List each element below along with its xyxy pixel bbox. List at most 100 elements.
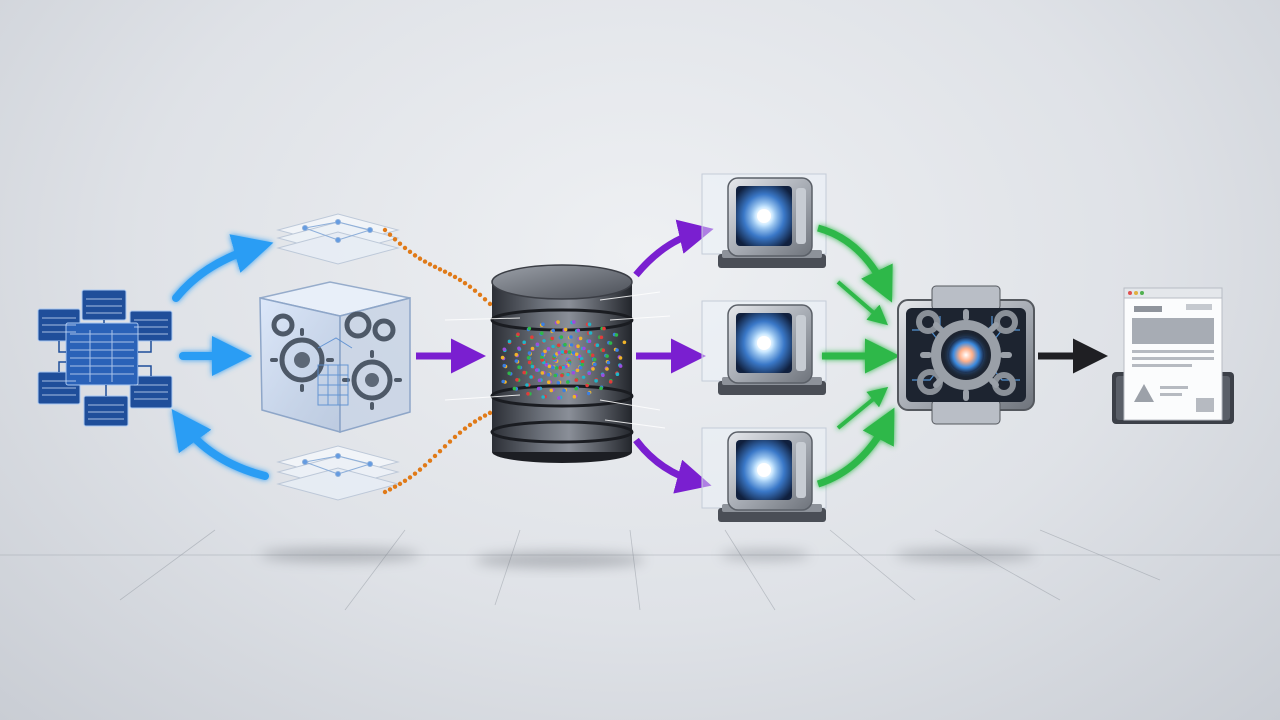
swirl-dot [507, 339, 512, 344]
swirl-dot [572, 320, 576, 324]
swirl-dot [549, 388, 554, 393]
swirl-dot [560, 373, 564, 378]
swirl-dot [517, 346, 521, 351]
swirl-dot [569, 343, 574, 347]
swirl-dot [580, 359, 585, 364]
swirl-dot [525, 383, 529, 387]
orange-particle-streams [382, 227, 493, 495]
swirl-dot [587, 371, 591, 376]
particle [417, 256, 423, 261]
particle [447, 272, 453, 277]
particle [412, 253, 418, 258]
swirl-dot [502, 363, 507, 368]
swirl-dot [587, 349, 591, 354]
swirl-dot [575, 368, 580, 373]
swirl-dot [566, 372, 570, 377]
particle [397, 481, 403, 487]
worker-arrow-top [817, 224, 893, 303]
swirl-dot [566, 380, 570, 384]
swirl-dot [544, 362, 549, 367]
swirl-dot [500, 355, 505, 360]
swirl-dot [571, 370, 576, 375]
swirl-dot [557, 396, 561, 400]
swirl-dot [556, 343, 561, 348]
swirl-dot [535, 342, 540, 347]
swirl-dot [614, 333, 619, 337]
swirl-dot [580, 362, 584, 367]
swirl-dot [577, 354, 582, 359]
swirl-dot [541, 322, 545, 327]
particle [447, 439, 453, 444]
ray [609, 315, 671, 321]
particle [387, 232, 393, 237]
swirl-dot [594, 379, 598, 383]
document-printer-icon [1112, 287, 1234, 424]
swirl-dot [558, 366, 562, 370]
swirl-dot [546, 372, 551, 377]
swirl-dot [515, 378, 519, 382]
swirl-dot [512, 386, 517, 391]
swirl-dot [551, 328, 555, 333]
swirl-dot [563, 327, 568, 332]
swirl-dot [530, 364, 535, 369]
ray [599, 399, 661, 411]
swirl-dot [543, 349, 547, 354]
swirl-dot [588, 331, 593, 335]
swirl-dot [553, 373, 558, 378]
swirl-dot [551, 344, 555, 349]
particle [477, 292, 483, 298]
swirl-dot [540, 371, 545, 375]
swirl-dot [578, 336, 583, 341]
swirl-dot [507, 371, 512, 376]
swirl-dot [606, 360, 611, 365]
swirl-dot [599, 386, 603, 391]
particle [382, 227, 388, 233]
swirl-dot [554, 366, 559, 370]
worker-arrow-top-diag [836, 280, 889, 326]
swirl-dot [537, 378, 542, 383]
swirl-dot [559, 335, 564, 339]
particle [482, 297, 488, 302]
swirl-dot [608, 341, 613, 345]
gear-processor-icon [897, 285, 1035, 425]
swirl-dot [522, 340, 526, 345]
swirl-dot [601, 373, 605, 378]
database-cylinder-icon [444, 264, 671, 463]
particle [412, 471, 418, 476]
swirl-dot [514, 359, 519, 363]
particle [467, 422, 473, 428]
swirl-dot [574, 352, 579, 357]
swirl-dot [615, 372, 620, 377]
swirl-dot [563, 342, 567, 347]
particle [382, 489, 388, 495]
swirl-dot [527, 351, 532, 355]
swirl-dot [571, 351, 576, 355]
swirl-dot [586, 391, 591, 396]
ray [604, 419, 666, 429]
swirl-dot [564, 350, 568, 354]
swirl-dot [582, 346, 586, 351]
input-arrows [171, 234, 274, 480]
swirl-dot [587, 322, 592, 327]
particle [477, 416, 483, 421]
particle [437, 448, 443, 454]
particle [432, 264, 438, 270]
particle [392, 484, 398, 489]
particle [487, 301, 493, 307]
swirl-dot [556, 381, 561, 385]
swirl-dot [536, 386, 541, 391]
swirl-dot [547, 364, 552, 369]
swirl-dot [542, 339, 546, 343]
swirl-dot [592, 357, 597, 362]
swirl-dot [502, 347, 507, 352]
network-layer-top [276, 213, 400, 265]
swirl-dot [546, 347, 551, 351]
swirl-dot [526, 392, 530, 396]
swirl-dot [599, 335, 604, 340]
swirl-dot [602, 326, 606, 331]
particle [422, 463, 428, 468]
swirl-dot [587, 339, 592, 344]
particle [417, 467, 423, 472]
swirl-dot [615, 348, 619, 352]
swirl-dot [585, 383, 589, 388]
